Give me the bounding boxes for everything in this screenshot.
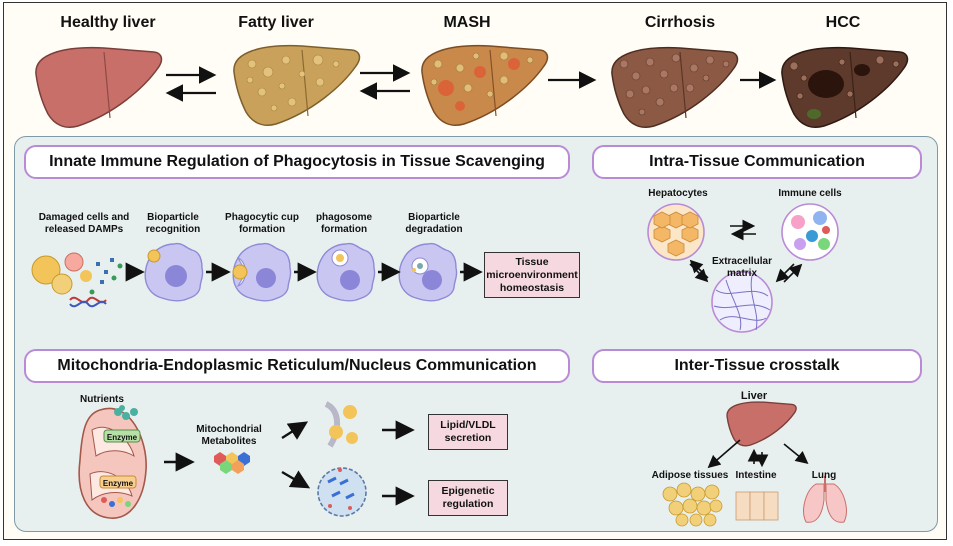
stage-mash-label: MASH [443, 14, 491, 31]
phagocytosis-title: Innate Immune Regulation of Phagocytosis… [24, 145, 570, 179]
inter-tissue-arrows [707, 439, 809, 469]
extracellular-matrix-icon [711, 271, 773, 333]
phagosome-particle-icon [336, 254, 344, 262]
damaged-cells-icon [31, 252, 123, 308]
healthy-liver-icon [35, 46, 163, 129]
adipose-tissues-label: Adipose tissues [651, 470, 729, 481]
mitochondrion-icon [78, 405, 147, 519]
adipose-tissue-icon [662, 482, 723, 527]
metabolites-label: Mitochondrial Metabolites [196, 424, 262, 447]
fatty-liver-icon [233, 44, 361, 127]
step-cup-formation-label: Phagocytic cup formation [225, 212, 299, 235]
liver-label: Liver [740, 390, 768, 402]
tissue-homeostasis-box: Tissue microenvironment homeostasis [484, 252, 580, 298]
mito-arrows [164, 420, 415, 506]
progression-illustration [35, 44, 909, 129]
progression-arrows [165, 64, 777, 102]
intra-tissue-arrows [689, 219, 803, 283]
engulfed-particle-icon [232, 264, 248, 280]
hepatocytes-icon [647, 203, 705, 261]
stage-fatty-liver-label: Fatty liver [238, 14, 314, 31]
step-damaged-cells-label: Damaged cells and released DAMPs [38, 212, 130, 235]
nutrients-label: Nutrients [80, 394, 124, 405]
intestine-icon [735, 491, 779, 521]
enzyme-label-2: Enzyme [102, 479, 134, 488]
enzyme-label-1: Enzyme [106, 433, 138, 442]
liver-icon [726, 401, 797, 447]
mito-communication-title: Mitochondria-Endoplasmic Reticulum/Nucle… [24, 349, 570, 383]
metabolites-icon [214, 452, 250, 474]
hepatocytes-label: Hepatocytes [648, 188, 708, 199]
cirrhosis-liver-icon [611, 46, 739, 129]
stage-cirrhosis-label: Cirrhosis [644, 14, 716, 31]
step-recognition-label: Bioparticle recognition [145, 212, 201, 235]
stage-hcc-label: HCC [825, 14, 861, 31]
mash-liver-icon [421, 44, 549, 127]
nucleus-icon [317, 467, 367, 517]
inter-tissue-title: Inter-Tissue crosstalk [592, 349, 922, 383]
hcc-liver-icon [781, 46, 909, 129]
bound-particle-icon [147, 249, 161, 263]
step-phagosome-label: phagosome formation [315, 212, 373, 235]
extracellular-matrix-label: Extracellular matrix [711, 256, 773, 279]
lung-icon [803, 476, 847, 523]
er-lipid-icon [324, 401, 358, 448]
intestine-label: Intestine [735, 470, 777, 481]
lung-label: Lung [811, 470, 837, 481]
intra-tissue-title: Intra-Tissue Communication [592, 145, 922, 179]
mechanisms-panel [14, 136, 938, 532]
immune-cells-icon [781, 203, 839, 261]
lipid-secretion-box: Lipid/VLDL secretion [428, 414, 508, 450]
epigenetic-regulation-box: Epigenetic regulation [428, 480, 508, 516]
immune-cells-label: Immune cells [778, 188, 842, 199]
step-degradation-label: Bioparticle degradation [405, 212, 463, 235]
stage-healthy-liver-label: Healthy liver [60, 14, 156, 31]
